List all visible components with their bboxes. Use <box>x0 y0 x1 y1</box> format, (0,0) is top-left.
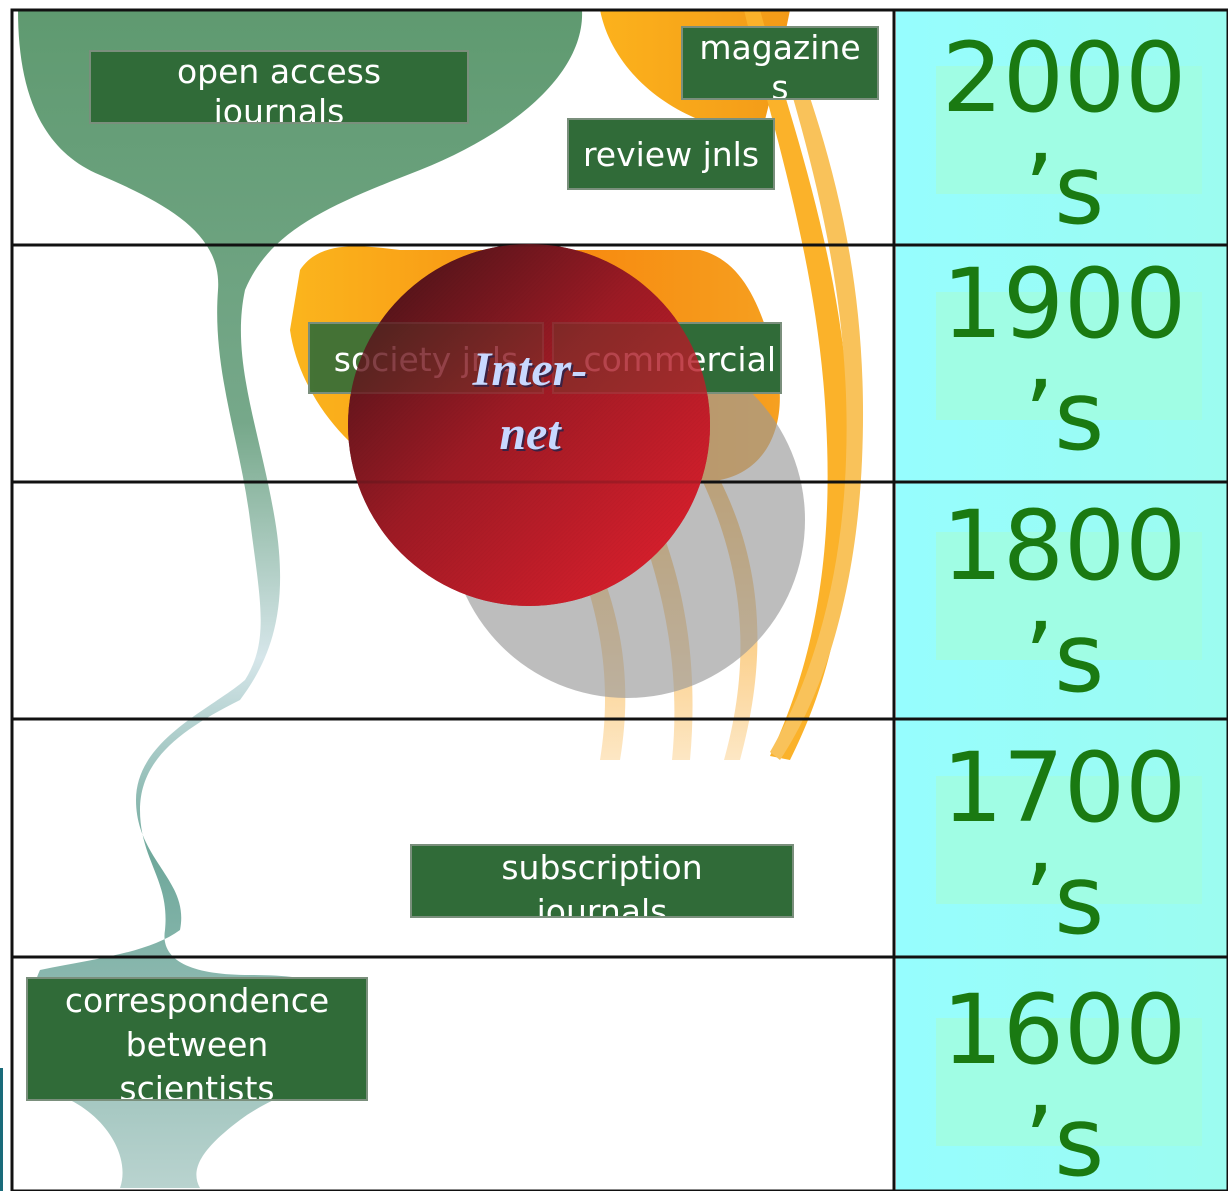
era-2000s: 2000 ’s <box>900 22 1228 246</box>
label-review-journals: review jnls <box>567 118 775 190</box>
internet-line2: net <box>499 407 561 460</box>
label-magazines: magazine s <box>681 26 879 100</box>
era-1800s-number: 1800 <box>941 490 1187 602</box>
era-1700s-number: 1700 <box>941 732 1187 844</box>
internet-line1: Inter- <box>472 343 588 396</box>
correspondence-line3: scientists <box>119 1069 275 1101</box>
era-1700s: 1700 ’s <box>900 732 1228 956</box>
correspondence-line1: correspondence <box>64 981 330 1020</box>
era-1700s-suffix: ’s <box>1023 844 1105 956</box>
edge-accent <box>0 1068 3 1191</box>
era-1900s-suffix: ’s <box>1023 360 1105 472</box>
era-1600s-number: 1600 <box>941 974 1187 1086</box>
review-line1: review jnls <box>582 135 760 174</box>
label-subscription-journals: subscription journals <box>410 844 794 918</box>
magazines-line1: magazine <box>699 28 861 67</box>
era-1900s-number: 1900 <box>941 248 1187 360</box>
open-access-line1: open access <box>176 52 382 91</box>
era-2000s-suffix: ’s <box>1023 134 1105 246</box>
era-1800s-suffix: ’s <box>1023 602 1105 714</box>
label-correspondence-between-scientists: correspondence between scientists <box>26 977 368 1101</box>
era-highlights <box>936 66 1202 1146</box>
internet-label: Inter- net <box>430 338 630 466</box>
correspondence-line2: between <box>125 1025 269 1064</box>
subscription-line2: journals <box>536 892 668 918</box>
open-access-line2: journals <box>213 92 345 124</box>
era-1600s: 1600 ’s <box>900 974 1228 1198</box>
subscription-line1: subscription <box>501 848 703 887</box>
era-1900s: 1900 ’s <box>900 248 1228 472</box>
label-open-access-journals: open access journals <box>89 50 469 124</box>
era-1800s: 1800 ’s <box>900 490 1228 714</box>
era-2000s-number: 2000 <box>941 22 1187 134</box>
era-1600s-suffix: ’s <box>1023 1086 1105 1198</box>
magazines-line2: s <box>771 68 789 100</box>
